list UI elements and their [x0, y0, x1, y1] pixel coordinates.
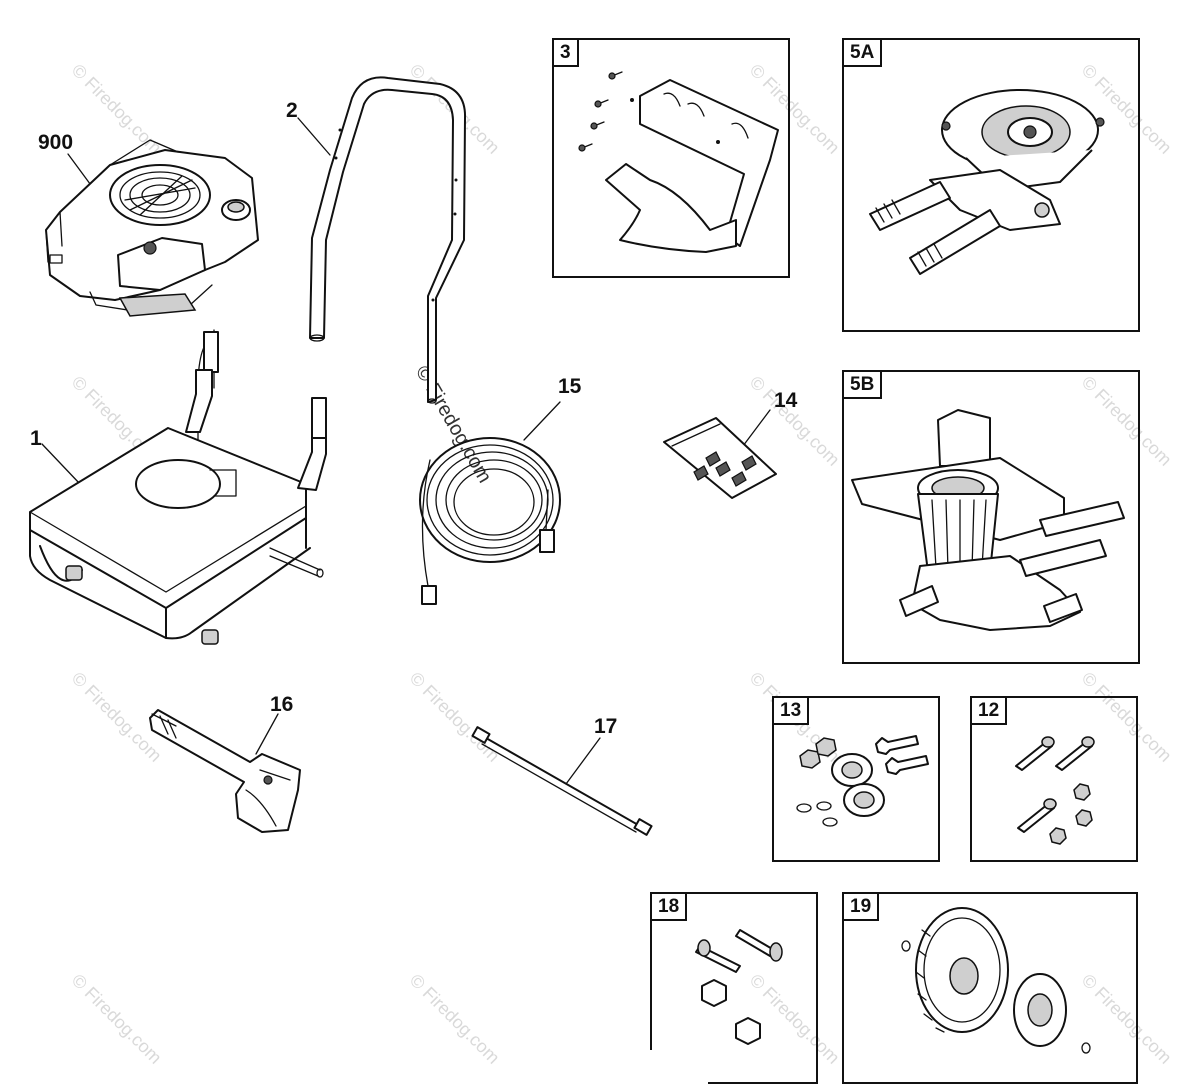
callout-spray-gun: 16: [270, 693, 294, 716]
frame-drawing: [29, 329, 327, 645]
box-label-hardware-18: 18: [650, 892, 688, 921]
box-pump-a: 5A: [842, 38, 1140, 332]
box-hardware-13: 13: [772, 696, 940, 862]
callout-handle: 2: [286, 99, 298, 122]
engine-drawing: [45, 139, 259, 317]
box-pump-b: 5B: [842, 370, 1140, 664]
pump-a-drawing: [869, 89, 1105, 275]
callout-nozzle-kit: 14: [774, 389, 798, 412]
callout-hose: 15: [558, 375, 582, 398]
wheel-kit-drawing: [901, 907, 1091, 1054]
handle-drawing: [297, 76, 467, 404]
wand-drawing: [471, 726, 653, 836]
bracket-drawing: [578, 71, 779, 253]
hose-drawing: [419, 401, 561, 605]
callout-wand: 17: [594, 715, 618, 738]
spray-gun-drawing: [149, 709, 301, 833]
callout-frame: 1: [30, 427, 42, 450]
box-gap-mask: [648, 1050, 708, 1090]
box-hardware-12: 12: [970, 696, 1138, 862]
box-label-bracket: 3: [552, 38, 579, 67]
box-label-wheel-kit: 19: [842, 892, 880, 921]
box-label-hardware-12: 12: [970, 696, 1008, 725]
hardware-18-drawing: [695, 929, 783, 1045]
callout-engine: 900: [38, 131, 74, 154]
hardware-13-drawing: [796, 735, 929, 827]
box-label-hardware-13: 13: [772, 696, 810, 725]
box-hardware-18: 18: [650, 892, 818, 1084]
box-wheel-kit: 19: [842, 892, 1138, 1084]
hardware-12-drawing: [1015, 736, 1095, 845]
box-bracket: 3: [552, 38, 790, 278]
pump-b-drawing: [851, 409, 1125, 631]
box-label-pump-a: 5A: [842, 38, 883, 67]
box-label-pump-b: 5B: [842, 370, 883, 399]
nozzle-kit-drawing: [663, 409, 777, 499]
